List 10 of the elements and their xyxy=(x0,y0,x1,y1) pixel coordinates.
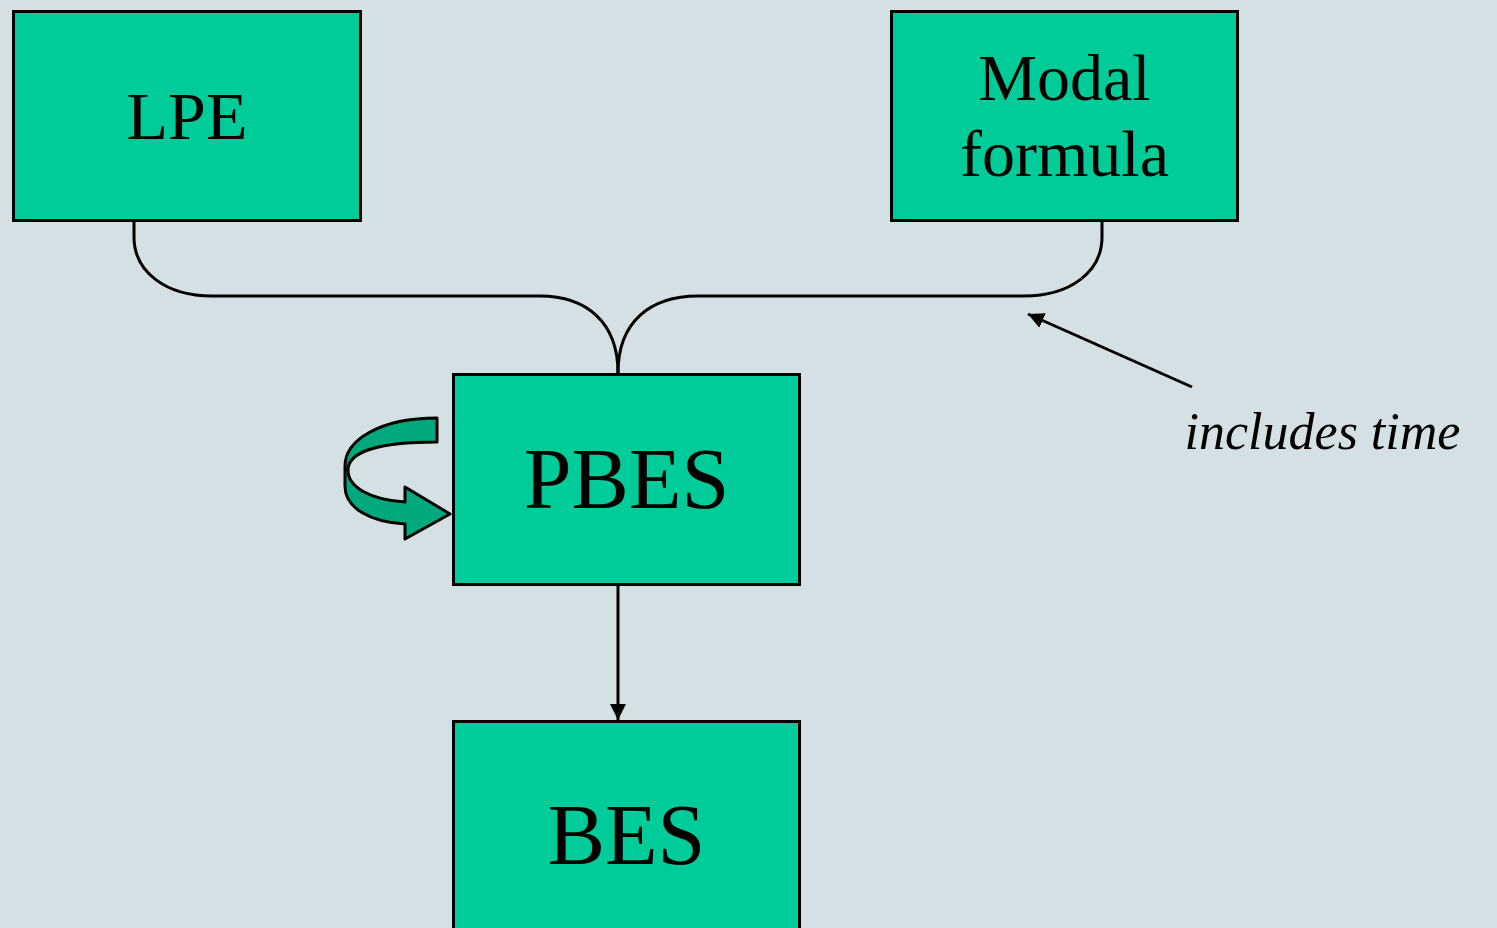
arrow xyxy=(610,586,626,720)
leader-line xyxy=(1027,312,1193,389)
process-box: PBES xyxy=(452,373,801,586)
process-box: BES xyxy=(452,720,801,928)
process-box: Modal formula xyxy=(890,10,1239,222)
annotation-text: includes time xyxy=(1150,392,1495,472)
brace-line xyxy=(616,222,1104,374)
brace-line xyxy=(132,222,620,374)
curved-arrow xyxy=(343,416,452,541)
process-box: LPE xyxy=(12,10,362,222)
